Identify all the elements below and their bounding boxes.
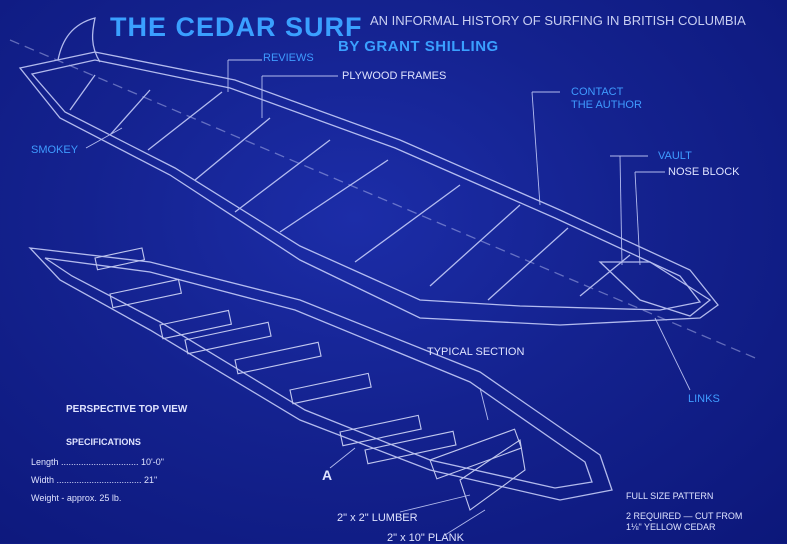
- nav-link-smokey[interactable]: SMOKEY: [31, 144, 79, 156]
- spec-length: Length ............................... 1…: [31, 457, 164, 467]
- nav-link-contact-author[interactable]: CONTACT THE AUTHOR: [571, 86, 642, 112]
- label-lumber: 2" x 2" LUMBER: [337, 512, 418, 524]
- label-required-line2: 1⅛" YELLOW CEDAR: [626, 522, 716, 532]
- site-subtitle: AN INFORMAL HISTORY OF SURFING IN BRITIS…: [370, 13, 746, 28]
- contact-link-line2: THE AUTHOR: [571, 99, 642, 111]
- spec-weight: Weight - approx. 25 lb.: [31, 493, 122, 503]
- nav-link-links[interactable]: LINKS: [688, 393, 720, 405]
- nav-link-reviews[interactable]: REVIEWS: [263, 52, 314, 64]
- label-plywood-frames: PLYWOOD FRAMES: [342, 70, 447, 82]
- label-specifications: SPECIFICATIONS: [66, 437, 141, 447]
- site-title: THE CEDAR SURF: [110, 12, 363, 42]
- label-section-a: A: [322, 467, 333, 483]
- label-full-size-pattern: FULL SIZE PATTERN: [626, 491, 714, 501]
- label-typical-section: TYPICAL SECTION: [427, 346, 525, 358]
- nav-link-vault[interactable]: VAULT: [658, 150, 692, 162]
- label-perspective-top-view: PERSPECTIVE TOP VIEW: [66, 404, 188, 415]
- label-nose-block: NOSE BLOCK: [668, 166, 740, 178]
- contact-link-line1: CONTACT: [571, 86, 624, 98]
- spec-width: Width ..................................…: [31, 475, 158, 485]
- label-plank: 2" x 10" PLANK: [387, 532, 464, 544]
- label-required-line1: 2 REQUIRED — CUT FROM: [626, 511, 743, 521]
- author-byline: BY GRANT SHILLING: [338, 38, 499, 55]
